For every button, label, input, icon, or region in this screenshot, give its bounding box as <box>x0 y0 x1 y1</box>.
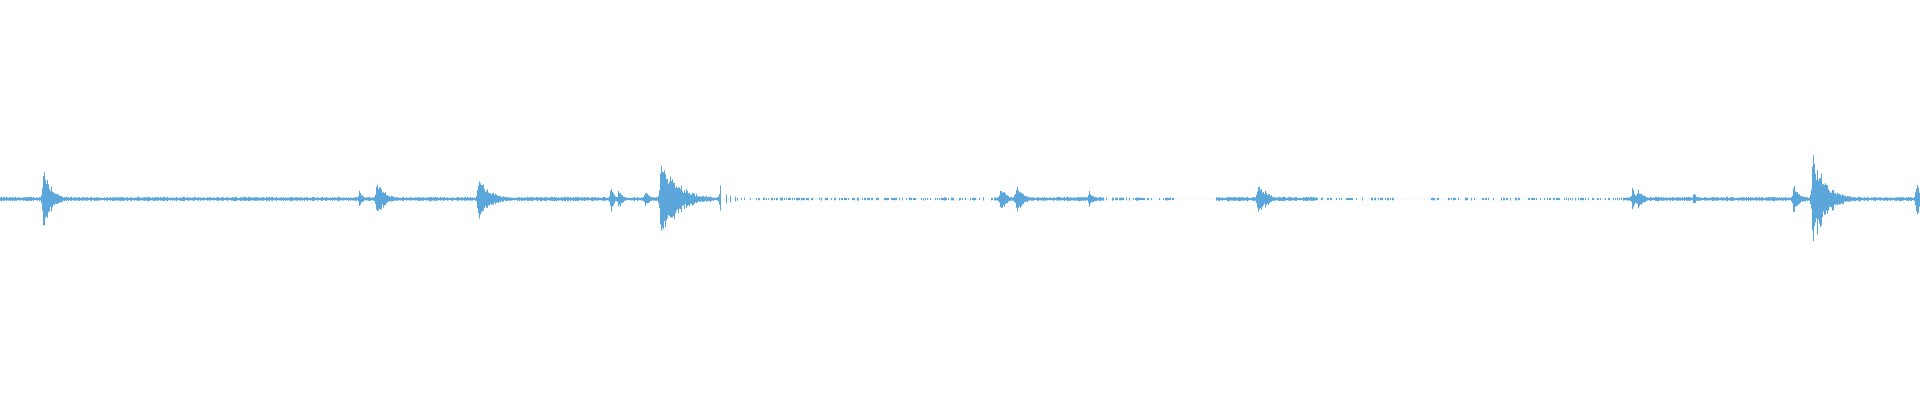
waveform-amplitude-bars <box>0 155 1920 242</box>
